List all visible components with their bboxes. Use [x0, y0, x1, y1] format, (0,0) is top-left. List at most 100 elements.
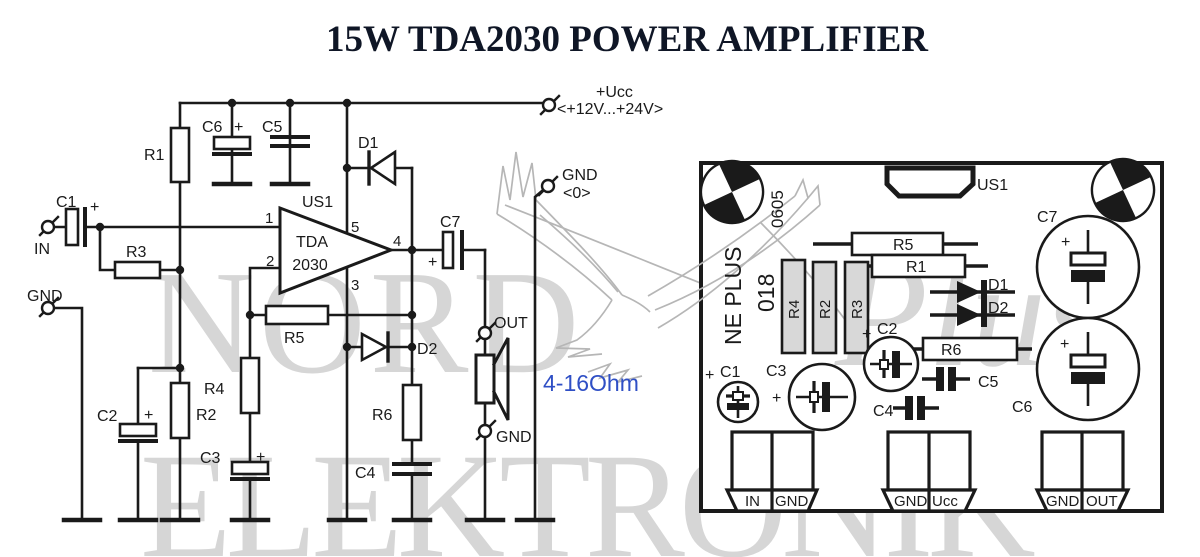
terminal-gnd1-label: GND [775, 493, 809, 510]
pcb-c2-plus: + [862, 326, 871, 343]
pcb-r3-label: R3 [849, 300, 866, 319]
pcb-c6-plus: + [1060, 336, 1069, 353]
cap-c1 [64, 207, 87, 247]
d1-label: D1 [358, 135, 379, 152]
pcb-cap-c3: C3 + [766, 362, 857, 432]
gnd-in-label: GND [27, 288, 63, 305]
resistor-r3 [113, 260, 162, 280]
ucc-terminal [539, 94, 561, 116]
pcb-c7-plus: + [1061, 234, 1070, 251]
pcb-r5-label: R5 [893, 237, 914, 254]
pcb-resistor-r3 [843, 260, 870, 355]
pcb-cap-c4: C4 [873, 396, 939, 420]
diode-d1 [367, 149, 397, 187]
pcb-silkscreen: 0605 NE PLUS 018 [720, 190, 787, 345]
pcb-c4-label: C4 [873, 403, 894, 420]
ucc-range-label: <+12V...+24V> [557, 101, 663, 118]
pcb-c3-label: C3 [766, 363, 787, 380]
r2-label: R2 [196, 407, 217, 424]
pcb-code-label: 018 [753, 274, 779, 312]
out-label: OUT [494, 315, 528, 332]
c7-label: C7 [440, 214, 461, 231]
pin3-label: 3 [351, 277, 359, 294]
ic-us1: US1 TDA 2030 1 2 5 3 4 [265, 194, 401, 296]
pcb-capacitors-small: C5 C4 [873, 367, 999, 420]
pcb-c7-label: C7 [1037, 209, 1058, 226]
speaker-impedance-label: 4-16Ohm [543, 370, 639, 396]
capacitors [64, 135, 464, 481]
c6-plus: + [234, 119, 243, 136]
pcb-c3-plus: + [772, 390, 781, 407]
c3-label: C3 [200, 450, 221, 467]
gnd0-value: <0> [563, 185, 591, 202]
in-label: IN [34, 241, 50, 258]
mounting-hole-tl [699, 159, 765, 225]
cap-c4 [392, 462, 432, 476]
d2-label: D2 [417, 341, 438, 358]
ground-symbols [61, 181, 556, 523]
pcb-diode-d1 [957, 281, 981, 303]
schematic-labels: R1 R2 R3 R4 R5 R6 C1 + C2 + C3 + C4 C5 C… [27, 84, 663, 482]
c5-label: C5 [262, 119, 283, 136]
pcb-resistors-horizontal: R5 R1 R6 [813, 231, 1032, 362]
pcb-layout: Plus 0605 NE PLUS 018 [647, 157, 1164, 513]
ic-line2: 2030 [292, 257, 328, 274]
terminal-in-label: IN [745, 493, 760, 510]
diodes [360, 149, 397, 363]
mounting-hole-tr [1090, 157, 1156, 223]
pcb-batch-label: 0605 [768, 190, 787, 228]
junction-dots [95, 98, 417, 373]
diode-d2 [360, 331, 390, 363]
pin4-label: 4 [393, 233, 401, 250]
resistors [113, 126, 423, 442]
c4-label: C4 [355, 465, 376, 482]
r4-label: R4 [204, 381, 225, 398]
pcb-capacitors-round: + C1 C3 + + C2 [705, 209, 1141, 432]
terminal-block-gnd-ucc: GND Ucc [880, 430, 978, 513]
pcb-resistor-r6 [921, 336, 1019, 362]
gnd-spk-label: GND [496, 429, 532, 446]
terminal-gnd2-label: GND [894, 493, 928, 510]
terminal-block-gnd-out: GND OUT [1034, 430, 1131, 513]
pcb-resistor-r2 [811, 260, 838, 355]
pcb-r6-label: R6 [941, 342, 962, 359]
pin1-label: 1 [265, 210, 273, 227]
r3-label: R3 [126, 244, 147, 261]
terminal-block-in-gnd: IN GND [724, 430, 820, 513]
c3-plus: + [256, 449, 265, 466]
pcb-c1-plus: + [705, 367, 714, 384]
pcb-cap-c6: + C6 [1012, 316, 1141, 422]
pcb-r1-label: R1 [906, 259, 927, 276]
terminals [38, 94, 561, 441]
pcb-r2-label: R2 [817, 300, 834, 319]
pcb-r4-label: R4 [786, 300, 803, 319]
terminal-ucc-label: Ucc [932, 493, 958, 510]
c1-plus: + [90, 199, 99, 216]
ucc-label: +Ucc [596, 84, 633, 101]
pcb-ic-ref-label: US1 [977, 177, 1008, 194]
pcb-diode-d2 [957, 304, 981, 326]
terminal-gnd3-label: GND [1046, 493, 1080, 510]
pin2-label: 2 [266, 253, 274, 270]
pcb-c1-label: C1 [720, 364, 741, 381]
pin5-label: 5 [351, 219, 359, 236]
pcb-c2-label: C2 [877, 321, 898, 338]
gnd0-label: GND [562, 167, 598, 184]
terminal-out-label: OUT [1086, 493, 1118, 510]
c2-plus: + [144, 407, 153, 424]
in-terminal [38, 215, 60, 237]
pcb-resistor-r1 [870, 253, 967, 279]
c2-label: C2 [97, 408, 118, 425]
cap-c3 [230, 460, 270, 481]
r5-label: R5 [284, 330, 305, 347]
cap-c2 [118, 422, 158, 443]
pcb-c6-label: C6 [1012, 399, 1033, 416]
schematic: US1 TDA 2030 1 2 5 3 4 R1 R2 R3 R4 R5 R6… [27, 84, 663, 523]
resistor-r2 [169, 381, 191, 440]
pcb-c5-label: C5 [978, 374, 999, 391]
cap-c5 [270, 135, 310, 148]
resistor-r5 [264, 304, 330, 326]
pcb-diodes: D1 D2 [930, 277, 1015, 327]
